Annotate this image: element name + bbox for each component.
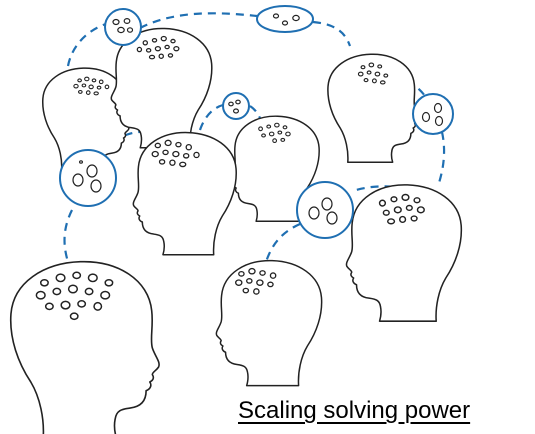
connector-bubble-lower-right-to-head-lower-center	[264, 222, 301, 263]
human-head-center-icon	[132, 131, 237, 256]
connector-bubble-top-left-to-bubble-top-center	[139, 12, 258, 29]
human-head-top-center-icon	[110, 27, 213, 149]
human-head-large-left-icon	[9, 260, 160, 434]
connector-bubble-left-to-head-big	[63, 209, 73, 263]
thought-bubble-lower-right-icon	[296, 181, 354, 239]
human-head-right-icon	[345, 184, 463, 322]
connector-head-small-left-to-bubble-top-left	[66, 22, 107, 67]
thought-bubble-mid-icon	[222, 92, 250, 120]
thought-bubble-top-left-icon	[104, 8, 142, 46]
thought-bubble-right-icon	[412, 93, 454, 135]
thought-bubble-left-icon	[59, 149, 117, 207]
connector-bubble-right-to-head-right	[436, 131, 446, 187]
thought-bubble-top-center-icon	[256, 5, 314, 33]
human-head-lower-center-icon	[215, 259, 323, 387]
human-head-top-right-icon	[327, 53, 420, 163]
connector-head-mid-to-bubble-mid	[198, 103, 224, 131]
connector-bubble-top-center-to-head-top-right	[312, 20, 352, 47]
figure-caption: Scaling solving power	[238, 397, 471, 424]
